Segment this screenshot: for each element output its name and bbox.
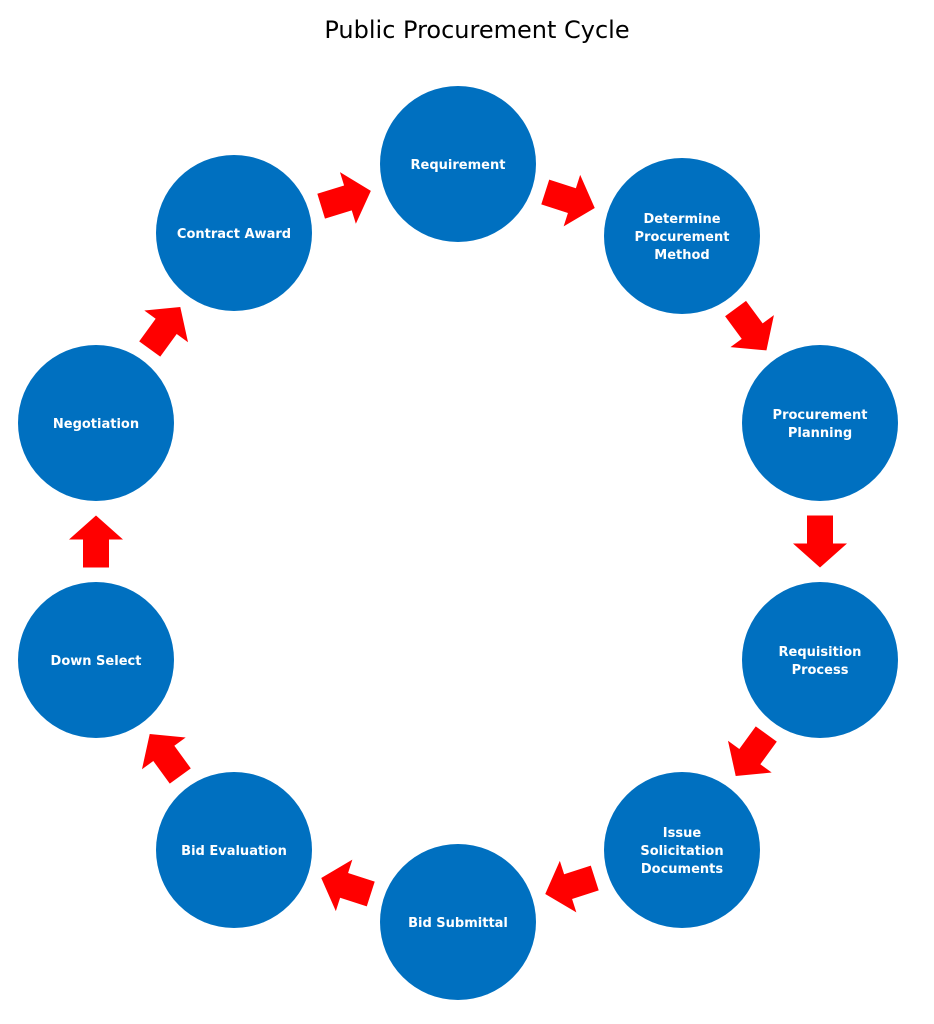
node-circle — [742, 582, 898, 738]
node-circle — [156, 772, 312, 928]
node-label: Bid Submittal — [408, 916, 508, 931]
node-circle — [18, 345, 174, 501]
arrow-requisition-process-to-issue-solicitation-documents — [727, 726, 777, 777]
node-label: Down Select — [51, 654, 142, 669]
node-requirement: Requirement — [380, 86, 536, 242]
arrow-requirement-to-determine-procurement-method — [541, 174, 595, 227]
arrow-issue-solicitation-documents-to-bid-submittal — [545, 860, 599, 913]
node-label: Negotiation — [53, 417, 139, 432]
node-label-line: Planning — [788, 426, 852, 441]
node-label-line: Bid Evaluation — [181, 844, 287, 859]
arrow-down-select-to-negotiation — [69, 515, 123, 568]
node-negotiation: Negotiation — [18, 345, 174, 501]
node-down-select: Down Select — [18, 582, 174, 738]
node-circle — [380, 844, 536, 1000]
node-label-line: Bid Submittal — [408, 916, 508, 931]
node-label-line: Requisition — [779, 645, 862, 660]
arrows-layer — [69, 172, 847, 913]
node-circle — [604, 158, 760, 314]
arrow-bid-submittal-to-bid-evaluation — [321, 859, 375, 912]
node-bid-evaluation: Bid Evaluation — [156, 772, 312, 928]
node-bid-submittal: Bid Submittal — [380, 844, 536, 1000]
node-label-line: Solicitation — [640, 844, 723, 859]
arrow-bid-evaluation-to-down-select — [141, 733, 191, 784]
node-label-line: Contract Award — [177, 227, 291, 242]
node-circle — [380, 86, 536, 242]
diagram-title: Public Procurement Cycle — [324, 16, 630, 44]
node-circle — [18, 582, 174, 738]
node-label-line: Negotiation — [53, 417, 139, 432]
node-label-line: Issue — [663, 826, 702, 841]
arrow-negotiation-to-contract-award — [139, 306, 189, 357]
arrow-contract-award-to-requirement — [317, 172, 371, 224]
node-circle — [742, 345, 898, 501]
arrow-procurement-planning-to-requisition-process — [793, 515, 847, 568]
node-label-line: Documents — [641, 862, 724, 877]
node-label-line: Down Select — [51, 654, 142, 669]
node-label-line: Procurement — [773, 408, 868, 423]
node-label: Contract Award — [177, 227, 291, 242]
node-label-line: Determine — [643, 212, 720, 227]
node-label-line: Procurement — [635, 230, 730, 245]
node-label: Bid Evaluation — [181, 844, 287, 859]
node-circle — [604, 772, 760, 928]
arrow-determine-procurement-method-to-procurement-planning — [725, 300, 774, 351]
node-contract-award: Contract Award — [156, 155, 312, 311]
node-label-line: Process — [792, 663, 849, 678]
node-label-line: Requirement — [411, 158, 506, 173]
node-label-line: Method — [654, 248, 709, 263]
node-label: Requirement — [411, 158, 506, 173]
node-circle — [156, 155, 312, 311]
